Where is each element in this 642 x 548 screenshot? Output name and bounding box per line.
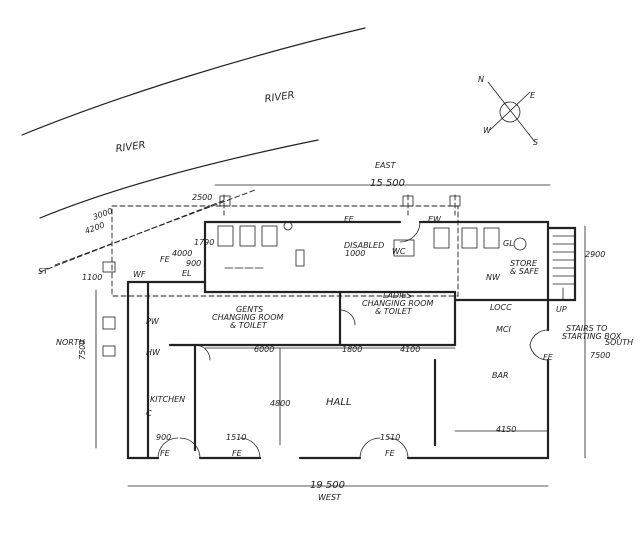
dim-4100: 4100 [400,345,420,354]
ladies-fixtures [393,227,527,257]
pw-box [102,316,116,330]
dim-3000: 3000 [92,206,114,221]
building-walls [126,220,577,460]
dim-4000: 4000 [172,249,192,258]
fe-label-6: FE [543,353,554,362]
mci-label: MCI [496,325,511,334]
pw-label: PW [146,317,160,326]
fe-label-1: FE [160,255,171,264]
gents-label-2: CHANGING ROOM [212,313,283,322]
dim-1790: 1790 [194,238,214,247]
dim-1510-b: 1510 [380,433,400,442]
el-label: EL [182,269,192,278]
compass-s: S [533,138,538,147]
river-label-left: RIVER [115,140,146,155]
dim-7500-n: 7500 [78,340,87,360]
west-label: WEST [318,493,342,502]
river-bank-upper [21,27,366,136]
fe-label-3: FE [160,449,171,458]
east-box-2 [402,195,414,207]
hw-box [102,345,116,357]
bar-label: BAR [492,371,509,380]
stairs-label-2: STARTING BOX [562,332,622,341]
door-swings [157,221,549,459]
store-label-1: STORE [510,259,538,268]
fe-label-4: FE [232,449,243,458]
north-label: NORTH [56,338,85,347]
roof-line [111,205,459,297]
gents-fixtures [217,221,305,269]
east-dim-text: 15 500 [370,178,405,189]
river-label-top: RIVER [264,90,295,105]
dim-7500-s: 7500 [590,351,610,360]
wf-box [102,261,116,273]
nw-label: NW [486,273,501,282]
east-label: EAST [375,161,397,170]
dim-6000: 6000 [254,345,274,354]
dim-1000: 1000 [345,249,365,258]
dim-900-b: 900 [156,433,171,442]
hw-label: HW [146,348,161,357]
hall-label: HALL [326,397,352,408]
wf-label: WF [133,270,146,279]
c-label: C [146,409,152,418]
east-box-1 [219,195,231,207]
stairs [552,235,576,301]
ew-label: EW [428,215,442,224]
ladies-label-3: & TOILET [375,307,413,316]
dim-4150: 4150 [496,425,516,434]
dim-1510-a: 1510 [226,433,246,442]
dim-2500: 2500 [192,193,212,202]
kitchen-label: KITCHEN [150,395,185,404]
dim-2900: 2900 [585,250,605,259]
up-label: UP [556,305,567,314]
st-label: ST [38,267,49,276]
dim-900: 900 [186,259,201,268]
dim-1800: 1800 [342,345,362,354]
gents-label-3: & TOILET [230,321,268,330]
compass-w: W [483,126,492,135]
gents-label-1: GENTS [236,305,263,314]
compass-rose: N E S W [478,75,538,147]
east-box-3 [449,195,461,207]
dim-4200: 4200 [84,220,106,235]
fe-label-2: FE [344,215,355,224]
dim-1100: 1100 [82,273,102,282]
wc-label: WC [392,247,406,256]
ladies-label-1: LADIES [383,291,412,300]
locc-label: LOCC [490,303,512,312]
river-bank-lower [39,139,319,219]
store-label-2: & SAFE [510,267,540,276]
setback-line-2 [39,199,226,273]
stairs-label-1: STAIRS TO [566,324,607,333]
fe-label-5: FE [385,449,396,458]
compass-n: N [478,75,484,84]
disabled-label: DISABLED [344,241,384,250]
south-label: SOUTH [605,338,633,347]
gl-label: GL [503,239,514,248]
west-dim-text: 19 500 [310,480,345,491]
ladies-label-2: CHANGING ROOM [362,299,433,308]
compass-e: E [530,91,536,100]
